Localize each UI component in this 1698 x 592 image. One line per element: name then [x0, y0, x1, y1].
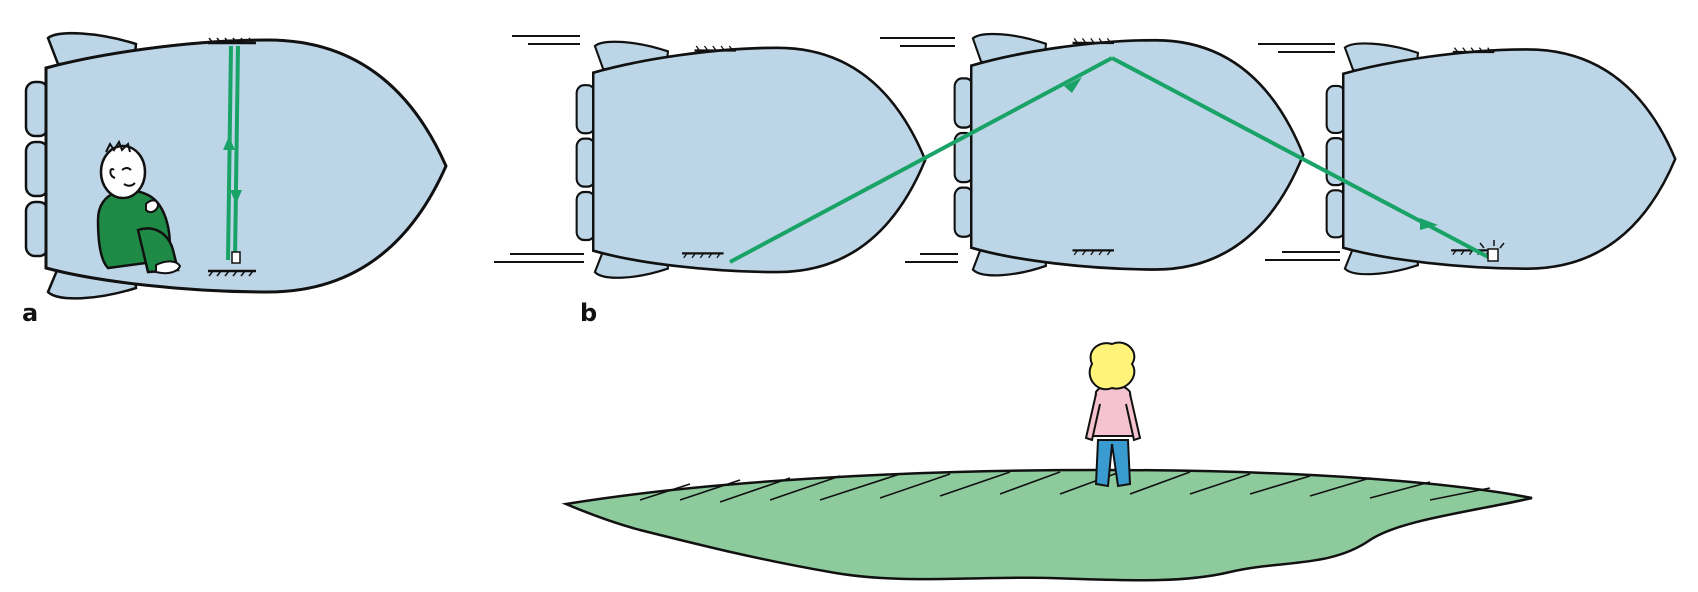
panel-b-ship-2: [953, 32, 1305, 277]
arrow-down-right-icon: [1420, 218, 1438, 230]
observer-person: [1084, 341, 1142, 488]
astronaut: [96, 139, 182, 275]
down-arrow-icon: [230, 190, 242, 204]
bottom-mirror: [682, 252, 724, 259]
panel-label-a: a: [22, 299, 38, 327]
bottom-mirror: [1072, 249, 1115, 256]
top-mirror: [208, 37, 256, 45]
ground-hill: [561, 468, 1533, 582]
top-mirror: [1072, 37, 1115, 45]
light-beam-vertical: [226, 45, 240, 261]
panel-b-ship-3: [1325, 42, 1677, 276]
bottom-mirror: [208, 269, 256, 277]
top-mirror: [694, 45, 737, 52]
light-source-icon: [1479, 240, 1505, 262]
motion-lines: [494, 35, 1340, 263]
ground-hatching: [639, 471, 1491, 503]
arrow-up-right-icon: [1064, 77, 1082, 93]
light-source-icon: [231, 251, 241, 264]
panel-label-b: b: [580, 299, 597, 327]
up-arrow-icon: [223, 136, 235, 150]
panel-b-ship-1: [575, 40, 927, 280]
panel-a-ship: [24, 31, 448, 300]
top-mirror: [1452, 47, 1495, 54]
